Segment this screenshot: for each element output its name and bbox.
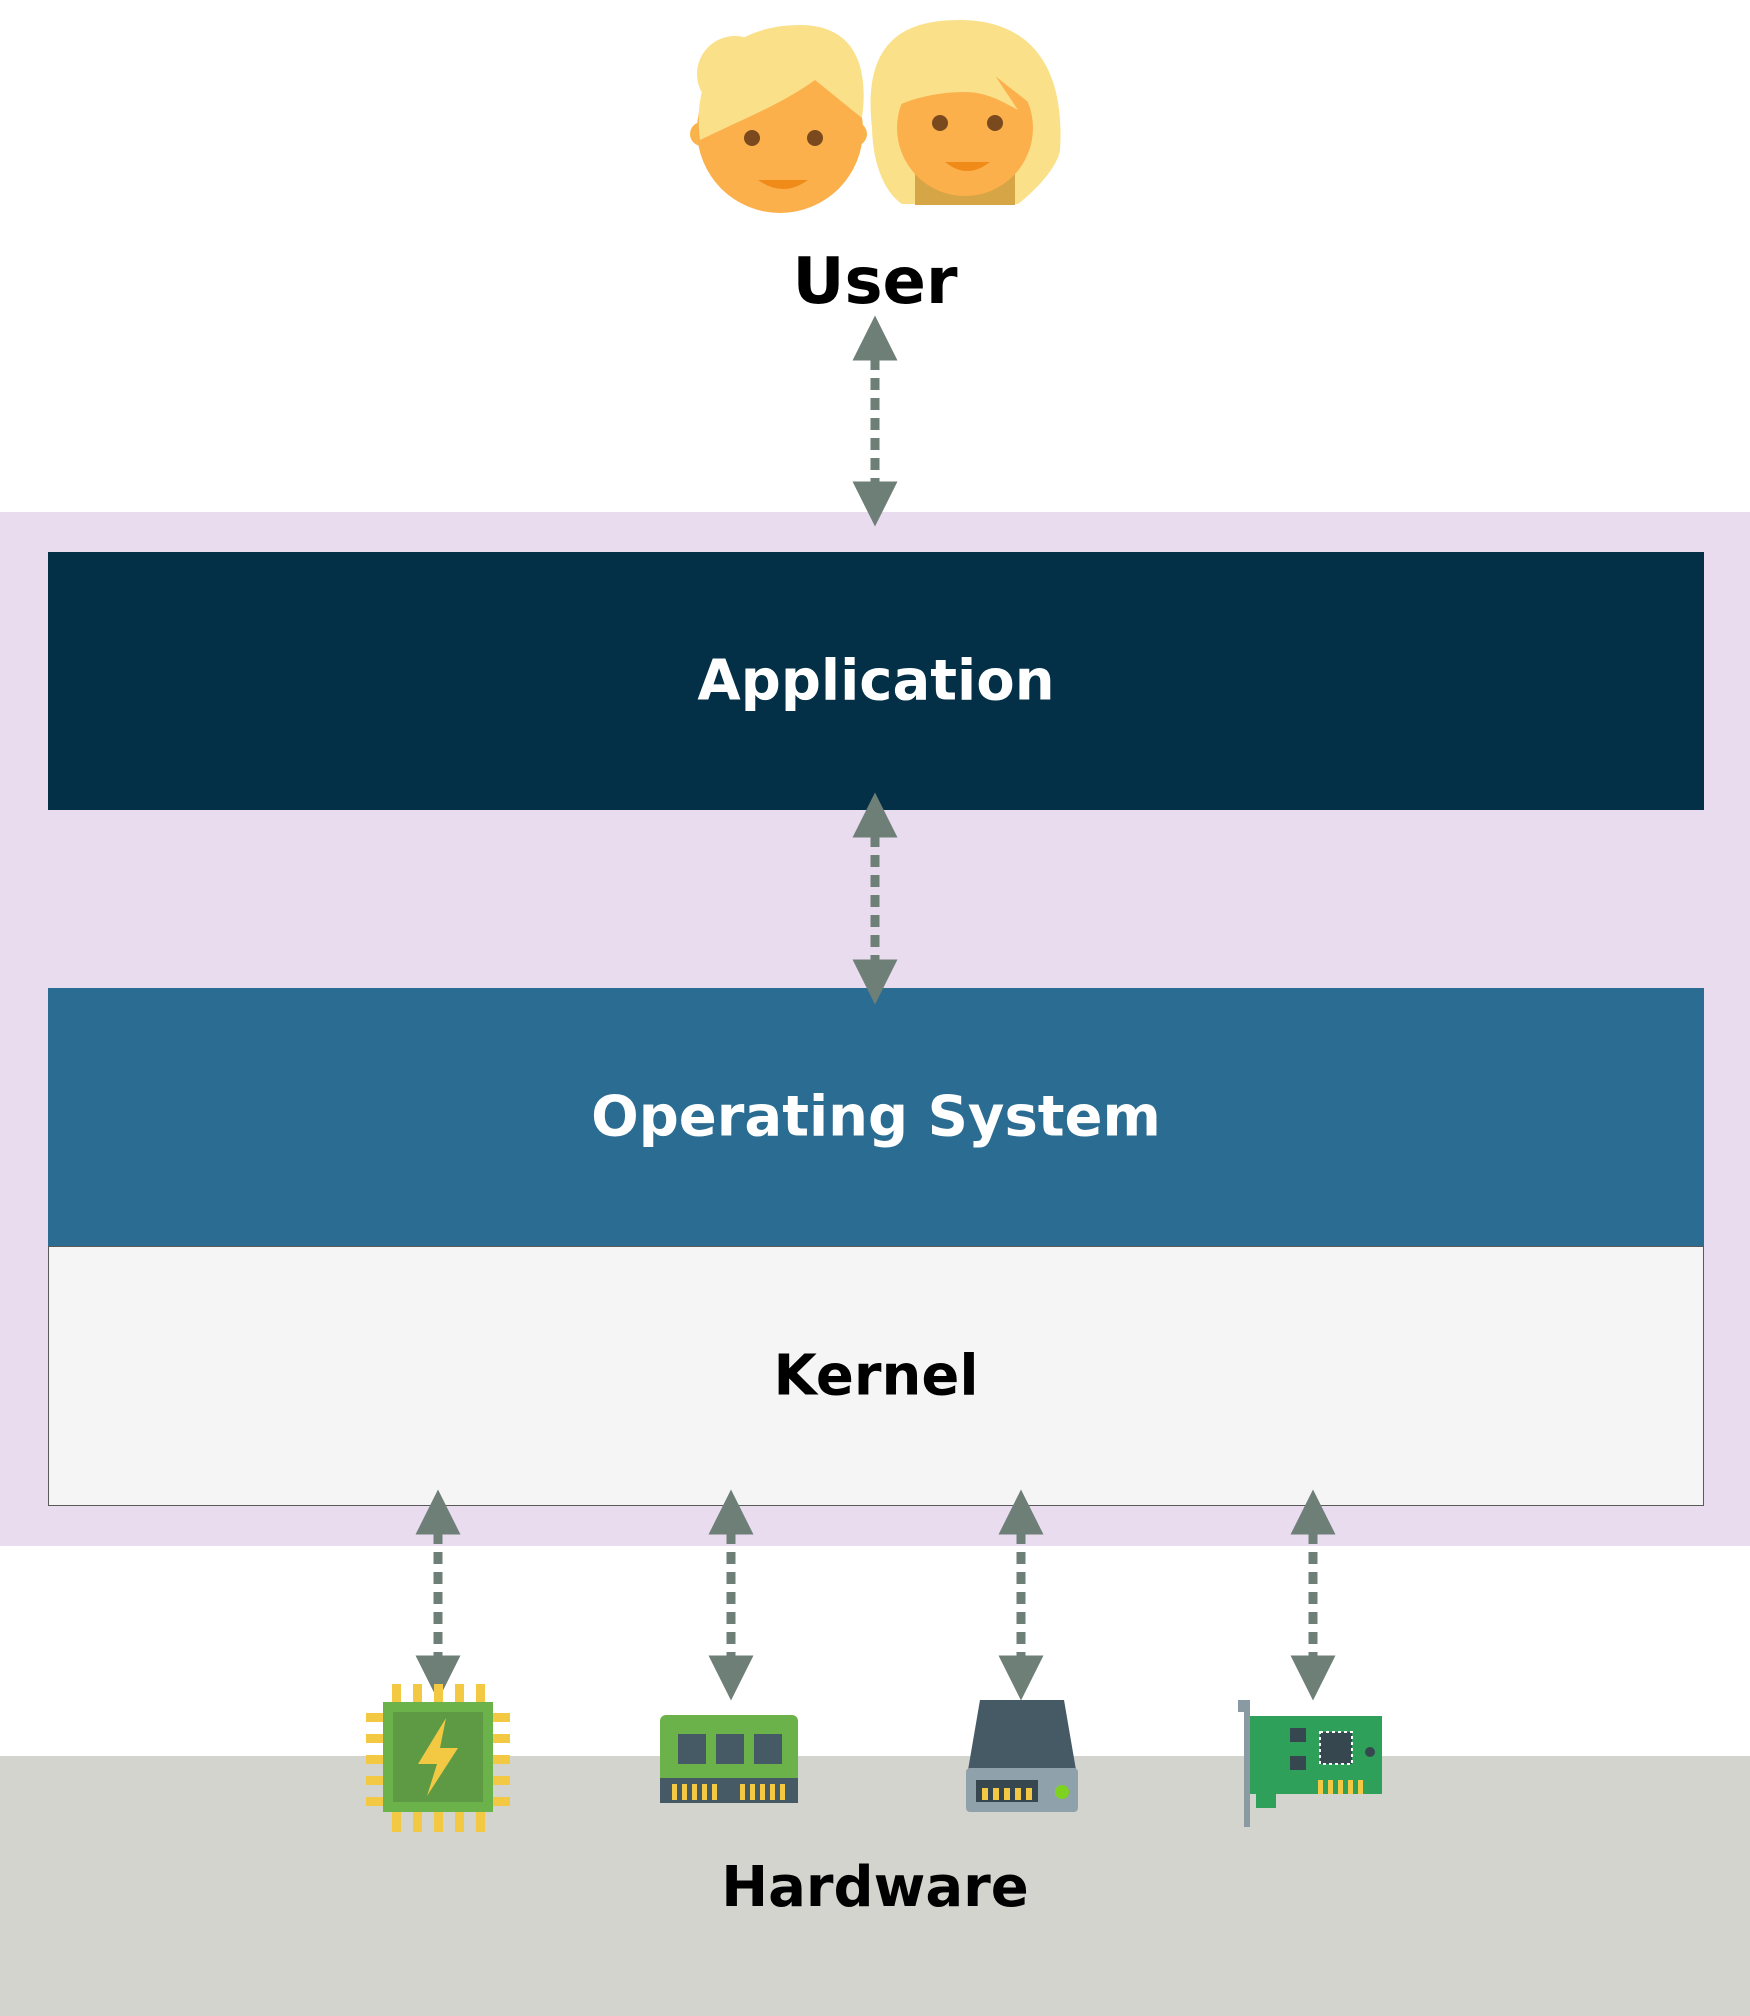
cpu-icon bbox=[366, 1684, 510, 1832]
woman-user-icon bbox=[870, 20, 1061, 205]
kernel-label: Kernel bbox=[773, 1343, 979, 1409]
hardware-label: Hardware bbox=[721, 1855, 1029, 1920]
hard-drive-icon bbox=[966, 1700, 1078, 1812]
man-user-icon bbox=[690, 25, 867, 213]
operating-system-label: Operating System bbox=[591, 1084, 1161, 1150]
operating-system-layer: Operating System bbox=[48, 988, 1704, 1246]
application-layer: Application bbox=[48, 552, 1704, 810]
application-label: Application bbox=[697, 648, 1055, 714]
ram-icon bbox=[660, 1715, 798, 1803]
hardware-band bbox=[0, 1756, 1750, 2016]
users-group bbox=[690, 20, 1061, 213]
user-label: User bbox=[792, 245, 958, 319]
network-card-icon bbox=[1238, 1700, 1382, 1827]
kernel-layer: Kernel bbox=[48, 1246, 1704, 1506]
